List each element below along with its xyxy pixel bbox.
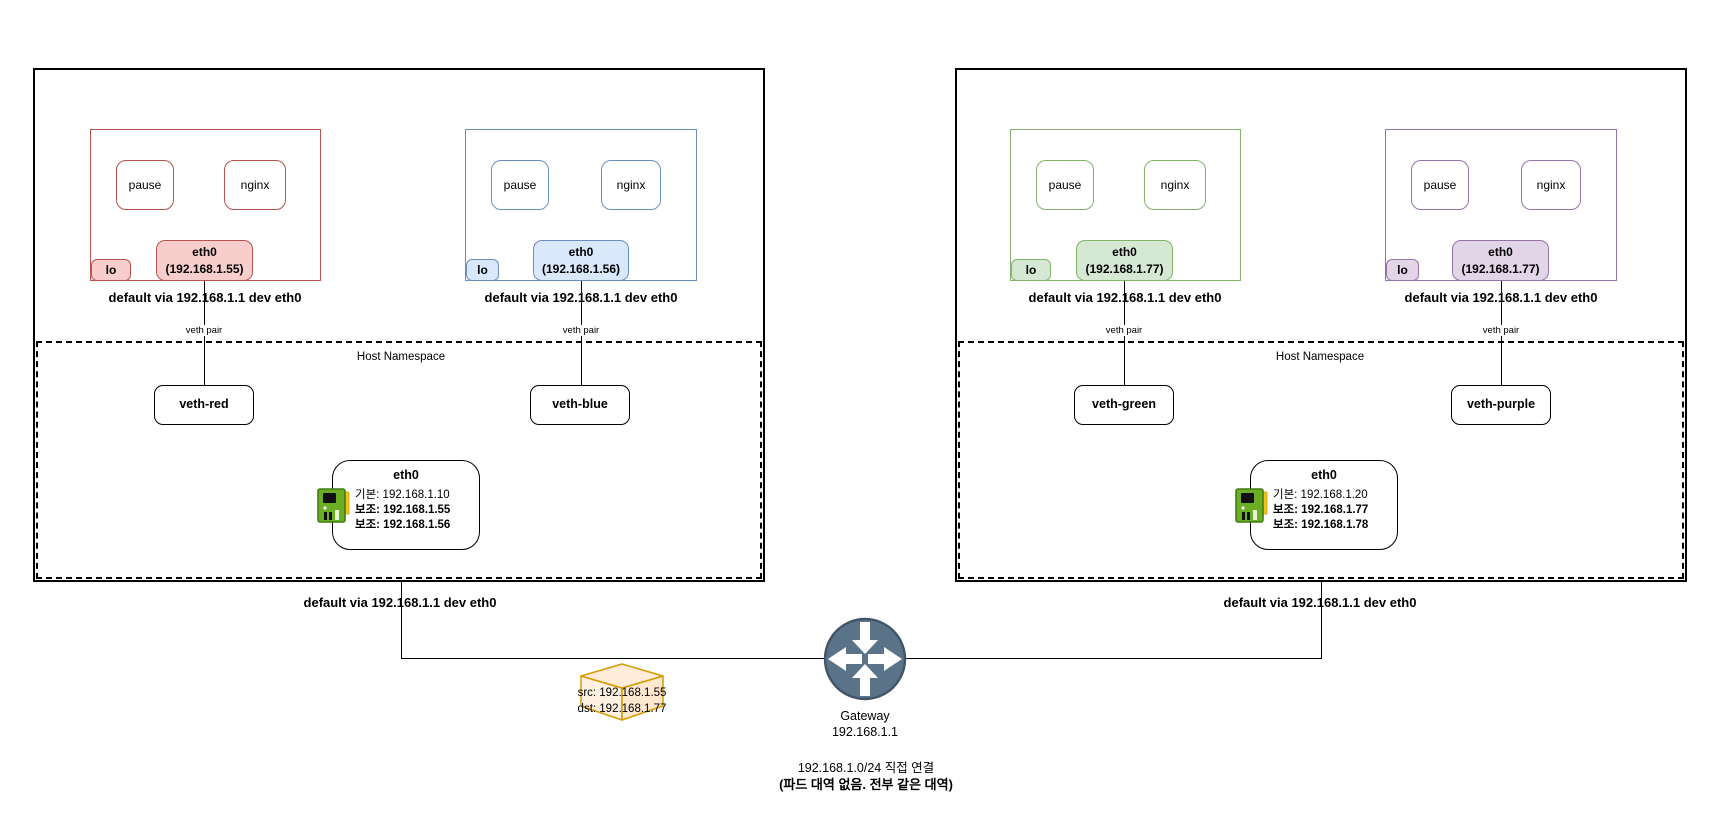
veth-purple-box: veth-purple [1451, 385, 1551, 425]
host1-eth0-secondary-ip-2: 보조: 192.168.1.56 [355, 519, 451, 531]
eth0-ip: (192.168.1.55) [165, 262, 244, 276]
host2-eth0-primary-ip: 기본: 192.168.1.20 [1273, 489, 1368, 501]
host2-eth0-secondary-ip-1: 보조: 192.168.1.77 [1273, 504, 1369, 516]
container-label: pause [503, 178, 537, 192]
host1-nic-icon [314, 484, 354, 526]
host2-namespace-label: Host Namespace [1275, 351, 1365, 363]
host2-nic-icon [1232, 484, 1272, 526]
host2-eth0-secondary-ip-2: 보조: 192.168.1.78 [1273, 519, 1369, 531]
packet-dst-label: dst: 192.168.1.77 [577, 703, 667, 715]
pod-blue-route-label: default via 192.168.1.1 dev eth0 [484, 290, 678, 305]
footnote-line1: 192.168.1.0/24 직접 연결 [797, 761, 935, 775]
pod-red-eth0-badge: eth0 (192.168.1.55) [156, 240, 253, 281]
gateway-router-icon [822, 616, 908, 702]
pod-red-container-pause: pause [116, 160, 174, 210]
host2-eth0-title: eth0 [1311, 468, 1337, 482]
veth-pair-label-purple: veth pair [1473, 325, 1529, 336]
pod-green-eth0-badge: eth0 (192.168.1.77) [1076, 240, 1173, 281]
host1-eth0-title: eth0 [393, 468, 419, 482]
pod-red-lo-badge: lo [91, 259, 131, 281]
container-label: nginx [1160, 178, 1190, 192]
eth0-name: eth0 [1488, 245, 1513, 259]
veth-pair-label-red: veth pair [176, 325, 232, 336]
pod-purple-lo-badge: lo [1386, 259, 1419, 281]
connector-host2-to-lan [1321, 582, 1323, 659]
container-label: nginx [616, 178, 646, 192]
container-label: nginx [240, 178, 270, 192]
footnote-line2: (파드 대역 없음. 전부 같은 대역) [779, 777, 953, 792]
eth0-name: eth0 [192, 245, 217, 259]
pod-purple-route-label: default via 192.168.1.1 dev eth0 [1404, 290, 1598, 305]
pod-purple-eth0-badge: eth0 (192.168.1.77) [1452, 240, 1549, 281]
host1-route-label: default via 192.168.1.1 dev eth0 [303, 595, 497, 610]
pod-purple-container-pause: pause [1411, 160, 1469, 210]
host2-route-label: default via 192.168.1.1 dev eth0 [1223, 595, 1417, 610]
connector-host1-to-lan [401, 582, 403, 659]
host2-eth0-box: eth0 기본: 192.168.1.20 보조: 192.168.1.77 보… [1250, 460, 1398, 550]
host1-namespace-region [36, 341, 762, 579]
pod-blue-container-pause: pause [491, 160, 549, 210]
host1-eth0-primary-ip: 기본: 192.168.1.10 [355, 489, 450, 501]
gateway-label: Gateway [840, 709, 890, 723]
veth-red-box: veth-red [154, 385, 254, 425]
host1-eth0-secondary-ip-1: 보조: 192.168.1.55 [355, 504, 451, 516]
eth0-name: eth0 [568, 245, 594, 259]
host1-eth0-box: eth0 기본: 192.168.1.10 보조: 192.168.1.55 보… [332, 460, 480, 550]
pod-green-lo-badge: lo [1011, 259, 1051, 281]
pod-green-route-label: default via 192.168.1.1 dev eth0 [1028, 290, 1222, 305]
pod-red-container-nginx: nginx [224, 160, 286, 210]
host2-box [955, 68, 1687, 582]
host1-namespace-label: Host Namespace [356, 351, 446, 363]
container-label: nginx [1536, 178, 1566, 192]
pod-green-container-nginx: nginx [1144, 160, 1206, 210]
eth0-name: eth0 [1112, 245, 1137, 259]
packet-box-icon [578, 661, 666, 723]
container-label: pause [1423, 178, 1457, 192]
eth0-ip: (192.168.1.56) [541, 262, 621, 276]
host2-namespace-region [958, 341, 1684, 579]
pod-purple-container-nginx: nginx [1521, 160, 1581, 210]
gateway-ip: 192.168.1.1 [831, 725, 899, 739]
pod-blue-container-nginx: nginx [601, 160, 661, 210]
veth-pair-label-green: veth pair [1096, 325, 1152, 336]
pod-blue-eth0-badge: eth0 (192.168.1.56) [533, 240, 629, 281]
veth-green-box: veth-green [1074, 385, 1174, 425]
packet-src-label: src: 192.168.1.55 [577, 687, 667, 699]
eth0-ip: (192.168.1.77) [1085, 262, 1164, 276]
veth-blue-box: veth-blue [530, 385, 630, 425]
pod-green-container-pause: pause [1036, 160, 1094, 210]
veth-pair-label-blue: veth pair [553, 325, 609, 336]
container-label: pause [1048, 178, 1082, 192]
container-label: pause [128, 178, 162, 192]
pod-red-route-label: default via 192.168.1.1 dev eth0 [108, 290, 302, 305]
pod-blue-lo-badge: lo [466, 259, 499, 281]
host1-box [33, 68, 765, 582]
eth0-ip: (192.168.1.77) [1461, 262, 1540, 276]
